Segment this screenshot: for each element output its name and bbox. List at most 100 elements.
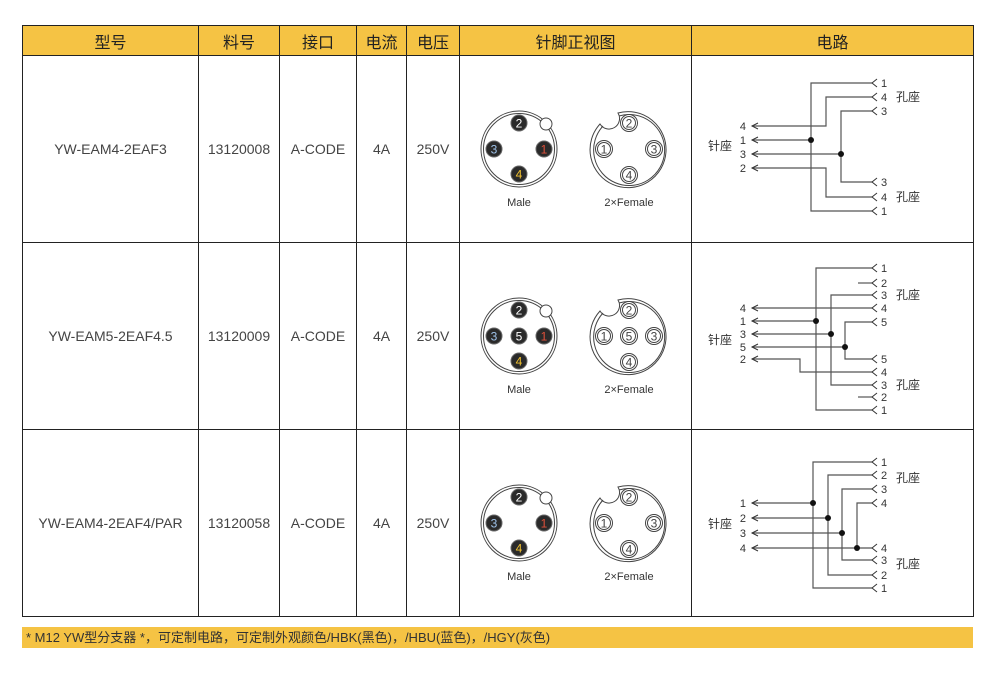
socket-arrow-icon: [871, 354, 878, 364]
female-pin-inner: [597, 142, 611, 156]
socket-number: 4: [881, 498, 887, 510]
female-pin-number: 3: [651, 330, 658, 344]
male-outline-inner: [483, 113, 555, 185]
pin-number: 3: [740, 149, 746, 161]
pin-arrow-icon: [750, 122, 759, 130]
junction-dot: [838, 151, 844, 157]
socket-number: 4: [881, 303, 887, 315]
socket-number: 1: [881, 405, 887, 417]
female-pin-number: 4: [626, 169, 633, 183]
socket-arrow-icon: [871, 192, 878, 202]
part-number-cell: 13120009: [198, 242, 280, 430]
current-cell: 4A: [356, 429, 407, 617]
socket-number: 3: [881, 484, 887, 496]
male-pin: [510, 327, 528, 345]
socket-arrow-icon: [871, 92, 878, 102]
junction-dot: [839, 530, 845, 536]
pin-number: 5: [740, 342, 746, 354]
socket-arrow-icon: [871, 367, 878, 377]
socket-arrow-icon: [871, 543, 878, 553]
footer-note: * M12 YW型分支器 *，可定制电路，可定制外观颜色/HBK(黑色)，/HB…: [22, 627, 973, 648]
socket-number: 1: [881, 583, 887, 595]
pin-arrow-icon: [750, 150, 759, 158]
pin-arrow-icon: [750, 529, 759, 537]
socket-number: 1: [881, 263, 887, 275]
col-voltage: 电压: [406, 25, 460, 56]
wire: [752, 167, 872, 198]
wire: [830, 294, 872, 386]
male-outline: [480, 484, 558, 562]
pin-number: 2: [740, 163, 746, 175]
female-pin-inner: [622, 542, 636, 556]
socket-arrow-icon: [871, 392, 878, 402]
interface-cell: A-CODE: [279, 55, 357, 243]
male-pin: [485, 327, 503, 345]
male-pin: [510, 352, 528, 370]
socket-number: 4: [881, 92, 887, 104]
col-pin-view: 针脚正视图: [459, 25, 692, 56]
pin-arrow-icon: [750, 499, 759, 507]
male-label: Male: [507, 571, 531, 583]
male-pin: [510, 165, 528, 183]
voltage-cell: 250V: [406, 55, 460, 243]
male-pin-number: 1: [541, 143, 548, 157]
socket-number: 1: [881, 206, 887, 218]
voltage-cell: 250V: [406, 429, 460, 617]
pin-arrow-icon: [750, 343, 759, 351]
junction-dot: [828, 331, 834, 337]
socket-number: 1: [881, 457, 887, 469]
female-label: 2×Female: [604, 384, 653, 396]
pin-number: 4: [740, 543, 746, 555]
socket-arrow-icon: [871, 380, 878, 390]
male-pin-number: 3: [491, 143, 498, 157]
female-pin-inner: [622, 303, 636, 317]
male-outline: [480, 110, 558, 188]
junction-dot: [813, 318, 819, 324]
male-pin-number: 5: [516, 330, 523, 344]
female-pin-number: 3: [651, 143, 658, 157]
socket-arrow-icon: [871, 583, 878, 593]
pin-seat-label: 针座: [708, 138, 732, 153]
pin-arrow-icon: [750, 136, 759, 144]
socket-arrow-icon: [871, 457, 878, 467]
pin-number: 3: [740, 329, 746, 341]
male-outline: [480, 297, 558, 375]
socket-arrow-icon: [871, 263, 878, 273]
socket-number: 2: [881, 570, 887, 582]
pin-number: 2: [740, 354, 746, 366]
current-cell: 4A: [356, 55, 407, 243]
socket-seat-label: 孔座: [896, 189, 920, 204]
socket-number: 3: [881, 380, 887, 392]
col-part: 料号: [198, 25, 280, 56]
socket-arrow-icon: [871, 317, 878, 327]
female-pin-number: 1: [601, 143, 608, 157]
wire: [841, 488, 872, 561]
junction-dot: [808, 137, 814, 143]
female-pin-inner: [597, 516, 611, 530]
wire: [815, 267, 872, 411]
male-key-notch: [539, 491, 553, 505]
female-outline: [589, 485, 667, 563]
female-pin-inner: [622, 168, 636, 182]
socket-arrow-icon: [871, 555, 878, 565]
female-pin-number: 3: [651, 517, 658, 531]
pin-arrow-icon: [750, 330, 759, 338]
male-outline-inner: [483, 487, 555, 559]
pin-arrow-icon: [750, 164, 759, 172]
female-pin-inner: [622, 329, 636, 343]
socket-arrow-icon: [871, 106, 878, 116]
socket-arrow-icon: [871, 484, 878, 494]
male-label: Male: [507, 384, 531, 396]
socket-number: 2: [881, 278, 887, 290]
